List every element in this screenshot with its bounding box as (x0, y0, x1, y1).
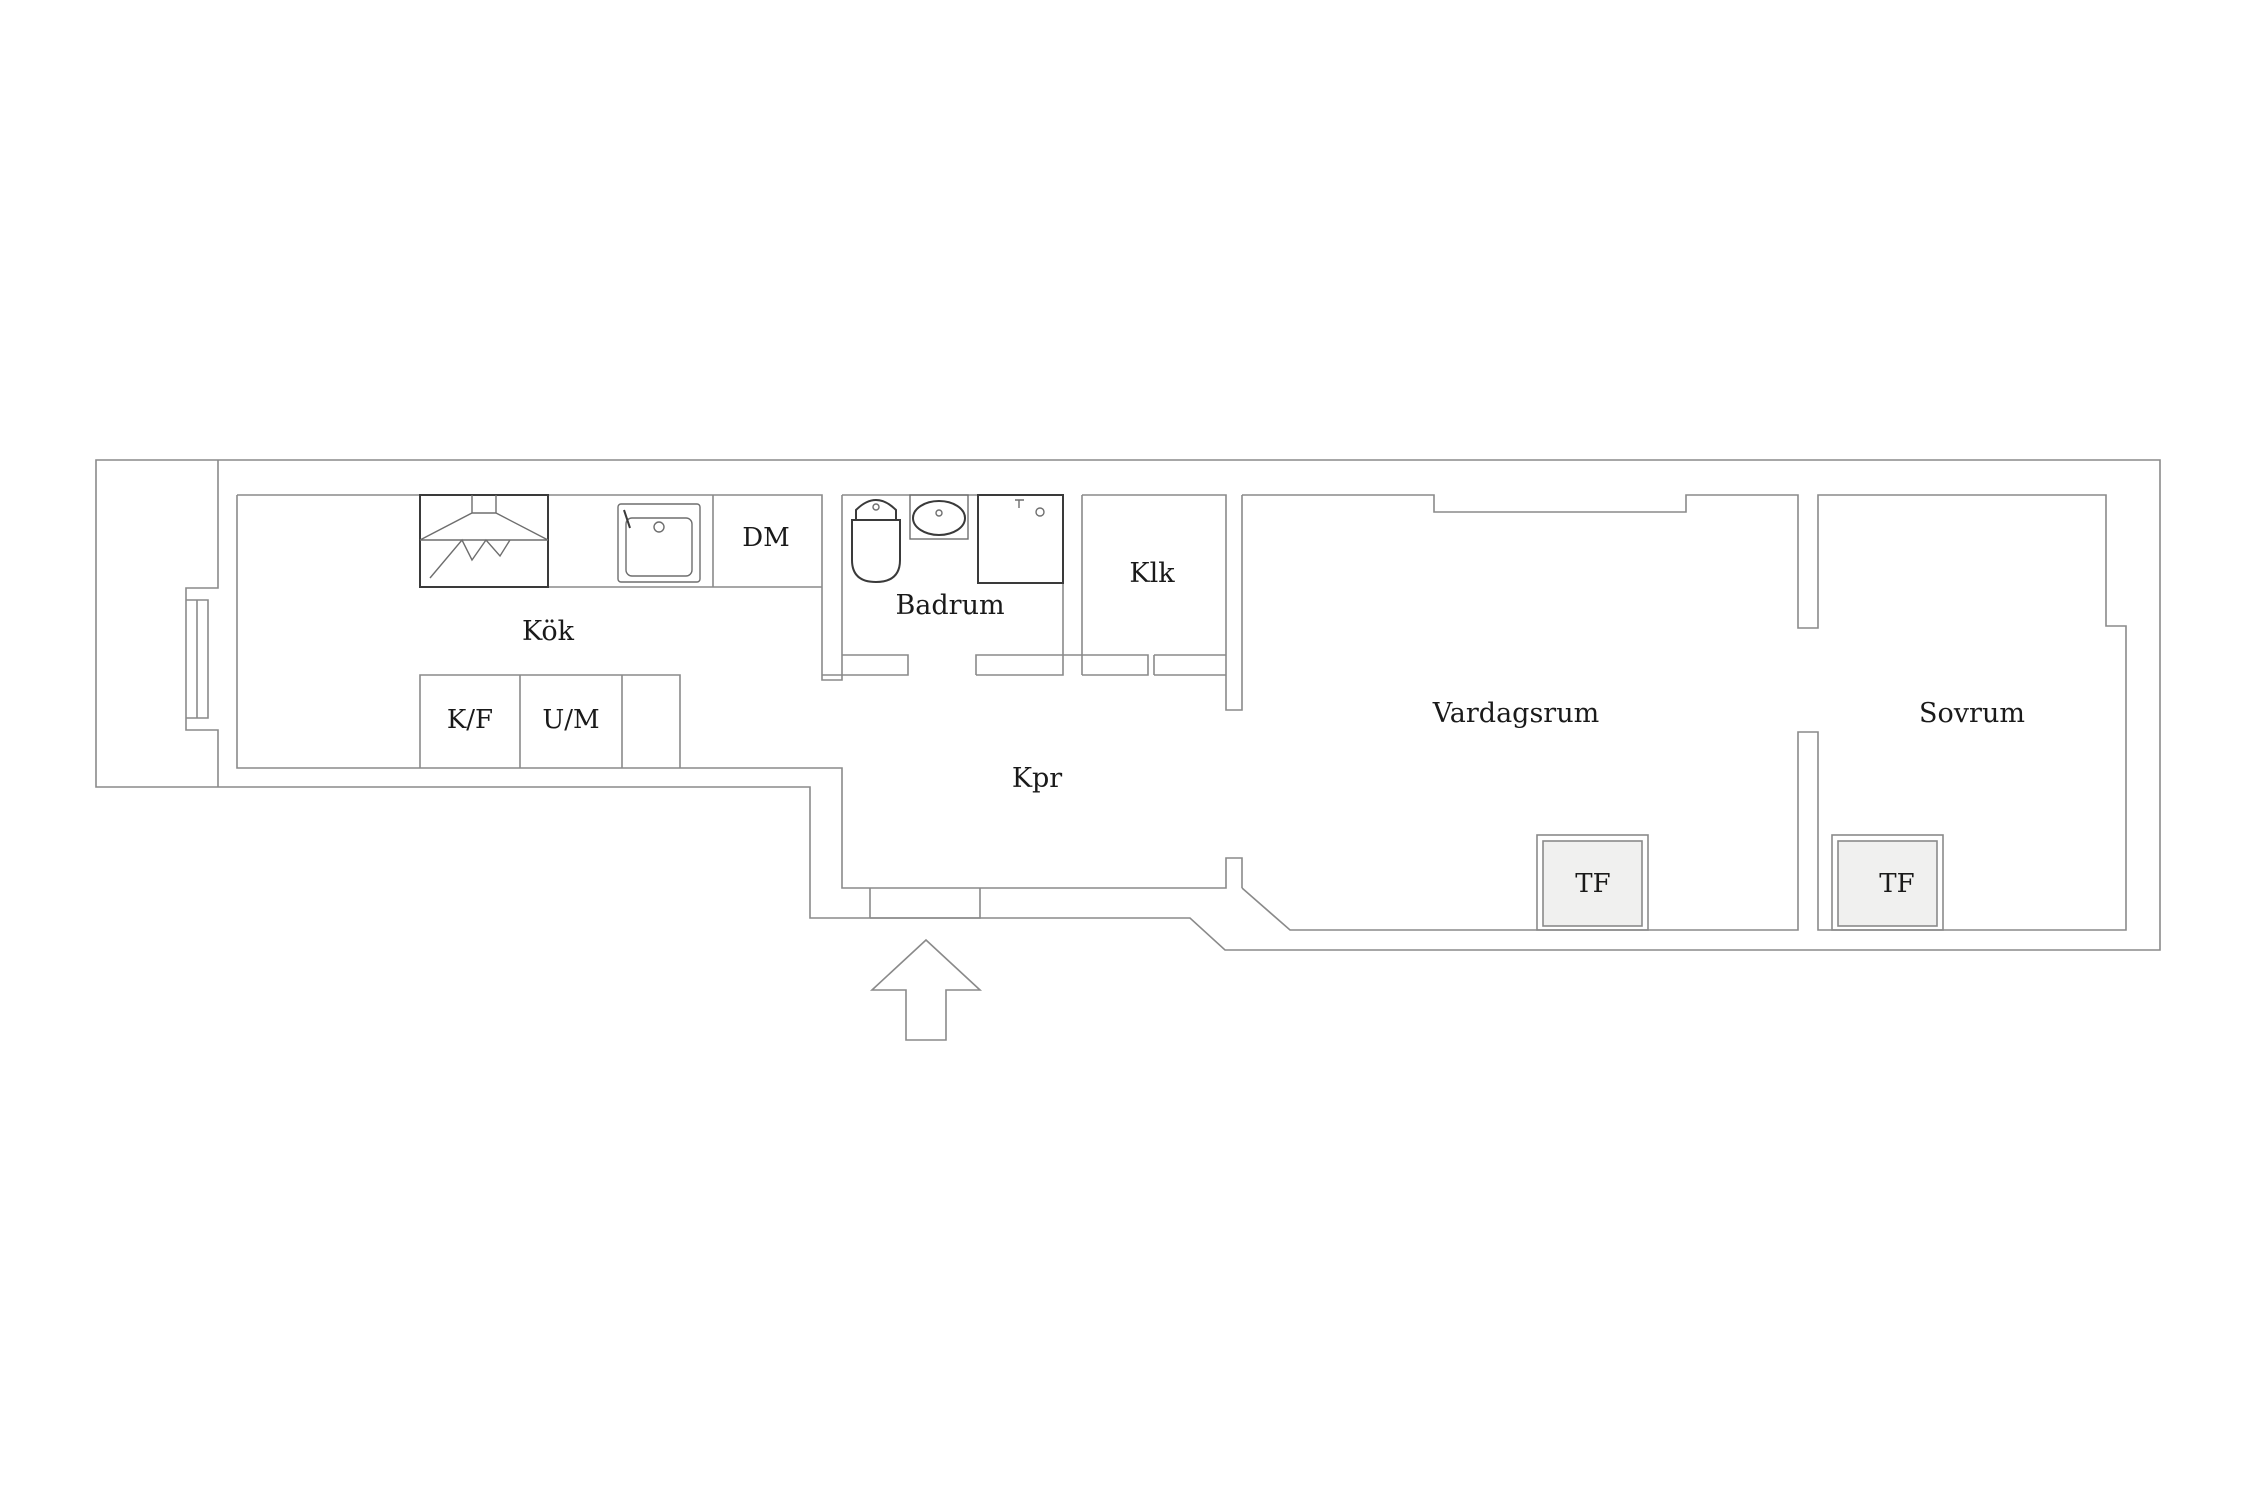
room-label-kpr: Kpr (1012, 763, 1062, 794)
wardrobe-label-sovrum: TF (1879, 869, 1914, 899)
kitchen-inner-wall (185, 460, 822, 787)
room-label-kok: Kök (522, 616, 575, 647)
dishwasher-label: DM (742, 523, 789, 553)
shower-icon (977, 494, 1064, 584)
room-label-sovrum: Sovrum (1919, 698, 2025, 729)
outer-wall (95, 459, 2161, 951)
room-label-badrum: Badrum (895, 590, 1004, 621)
wardrobe-label-vardagsrum: TF (1575, 869, 1610, 899)
room-label-vardagsrum: Vardagsrum (1432, 698, 1599, 729)
fridge-freezer-label: K/F (447, 705, 493, 735)
living-room-walls (1241, 494, 2127, 931)
wardrobe-vardagsrum (1536, 834, 1649, 931)
kitchen-counter-bottom (419, 674, 681, 768)
oven-microwave-label: U/M (542, 705, 599, 735)
bathroom-walls (822, 494, 1083, 676)
kitchen-top-wall (237, 494, 843, 681)
room-label-klk: Klk (1129, 558, 1175, 589)
stove-hood-icon (419, 494, 549, 588)
closet-walls (1081, 494, 1243, 711)
washbasin-icon (909, 494, 969, 540)
corridor-walls (822, 767, 1243, 919)
kitchen-sink-icon (617, 503, 701, 583)
toilet-icon (851, 499, 901, 584)
wardrobe-sovrum (1831, 834, 1944, 931)
entrance-arrow-icon (869, 938, 983, 1041)
kitchen-window (186, 599, 209, 719)
